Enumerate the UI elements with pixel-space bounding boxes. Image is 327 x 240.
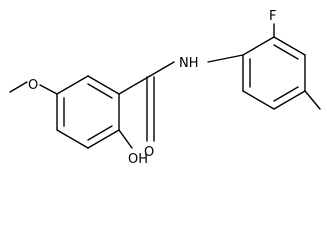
hydroxyl-label: OH xyxy=(128,152,148,167)
hydroxyl-bond xyxy=(118,129,133,149)
carbonyl-n-bond xyxy=(149,61,175,77)
right-ring-bond-2 xyxy=(273,36,306,56)
amide-group xyxy=(118,54,244,142)
left-ring-bond-1 xyxy=(56,75,89,95)
right-ring-bond-4 xyxy=(273,90,306,110)
ring-carbonyl-bond xyxy=(118,75,151,95)
left-ring-double-1 xyxy=(87,83,113,99)
methoxy-group xyxy=(9,81,58,95)
left-ring-bond-5 xyxy=(56,129,89,149)
right-benzene-ring xyxy=(242,36,306,110)
methyl-o-bond xyxy=(9,81,28,93)
n-ring-bond xyxy=(207,54,244,63)
left-benzene-ring xyxy=(56,75,120,149)
amide-nh-label: NH xyxy=(179,56,199,71)
methyl-bond xyxy=(304,90,321,110)
o-ring-bond xyxy=(39,84,58,95)
right-ring-double-1 xyxy=(273,44,299,60)
right-ring-double-2 xyxy=(273,86,299,102)
left-ring-double-2 xyxy=(87,125,113,141)
right-ring-bond-1 xyxy=(242,36,275,56)
left-ring-bond-2 xyxy=(87,75,120,95)
left-ring-bond-4 xyxy=(87,129,120,149)
carbonyl-oxygen-label: O xyxy=(144,145,154,160)
chemical-structure-diagram: F NH O O OH xyxy=(9,9,321,167)
fluorine-label: F xyxy=(269,9,276,24)
right-ring-bond-5 xyxy=(242,90,275,110)
methoxy-oxygen-label: O xyxy=(28,78,38,93)
